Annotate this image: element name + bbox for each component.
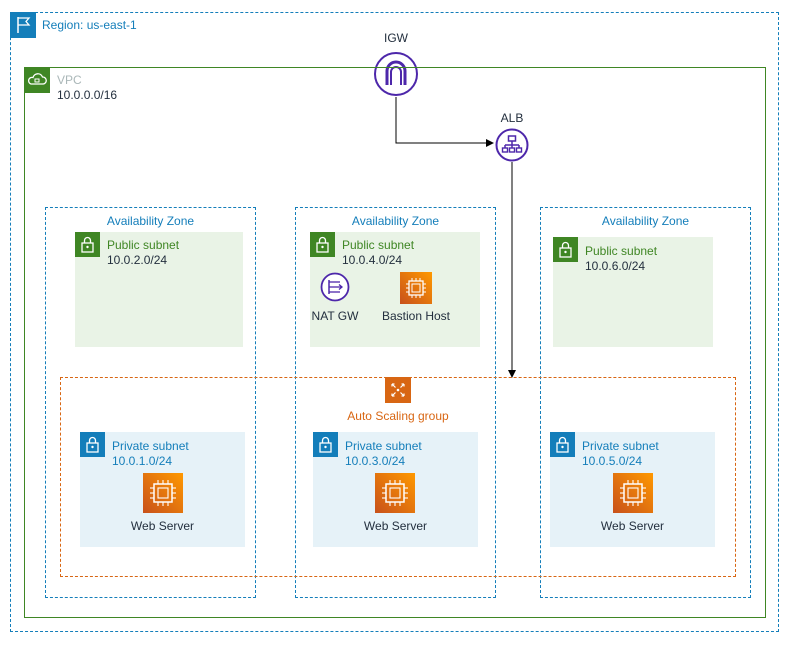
vpc-name: VPC: [57, 73, 82, 87]
private-subnet-1-cidr: 10.0.1.0/24: [112, 454, 173, 468]
ec2-instance-icon[interactable]: [143, 473, 183, 513]
private-subnet-2-name: Private subnet: [345, 439, 422, 453]
cloud-icon: [24, 67, 50, 93]
availability-zone-1: [45, 207, 256, 598]
web-server-1-label: Web Server: [130, 519, 195, 533]
ec2-instance-icon[interactable]: [613, 473, 653, 513]
nat-gateway-icon[interactable]: [320, 272, 350, 302]
ec2-instance-icon[interactable]: [375, 473, 415, 513]
igw-label: IGW: [384, 31, 408, 45]
ec2-instance-icon[interactable]: [400, 272, 432, 304]
region-label: Region: us-east-1: [42, 18, 137, 32]
auto-scaling-group-label: Auto Scaling group: [347, 409, 449, 423]
public-subnet-3: [553, 237, 713, 347]
az-2-label: Availability Zone: [351, 214, 440, 228]
flag-icon: [10, 12, 36, 38]
web-server-3-label: Web Server: [600, 519, 665, 533]
region-container: [10, 12, 779, 632]
public-subnet-1-name: Public subnet: [107, 238, 180, 252]
nat-gw-label: NAT GW: [311, 309, 359, 323]
lock-icon: [75, 232, 100, 257]
igw-to-alb-connector: [395, 97, 494, 147]
alb-label: ALB: [500, 111, 524, 125]
lock-icon: [313, 432, 338, 457]
availability-zone-2: [295, 207, 496, 598]
private-subnet-2-cidr: 10.0.3.0/24: [345, 454, 406, 468]
public-subnet-2-cidr: 10.0.4.0/24: [342, 253, 403, 267]
lock-icon: [550, 432, 575, 457]
lock-icon: [80, 432, 105, 457]
public-subnet-3-name: Public subnet: [585, 244, 658, 258]
lock-icon: [553, 237, 578, 262]
public-subnet-1: [75, 232, 243, 347]
vpc-container: [24, 67, 766, 618]
internet-gateway-icon[interactable]: [373, 51, 419, 97]
az-1-label: Availability Zone: [106, 214, 195, 228]
vpc-cidr: 10.0.0.0/16: [57, 88, 118, 102]
private-subnet-3-name: Private subnet: [582, 439, 659, 453]
lock-icon: [310, 232, 335, 257]
public-subnet-2-name: Public subnet: [342, 238, 415, 252]
public-subnet-1-cidr: 10.0.2.0/24: [107, 253, 168, 267]
availability-zone-3: [540, 207, 751, 598]
az-3-label: Availability Zone: [601, 214, 690, 228]
auto-scaling-icon: [385, 377, 411, 403]
private-subnet-3-cidr: 10.0.5.0/24: [582, 454, 643, 468]
web-server-2-label: Web Server: [363, 519, 428, 533]
load-balancer-icon[interactable]: [495, 128, 529, 162]
bastion-host-label: Bastion Host: [381, 309, 451, 323]
private-subnet-1-name: Private subnet: [112, 439, 189, 453]
public-subnet-3-cidr: 10.0.6.0/24: [585, 259, 646, 273]
